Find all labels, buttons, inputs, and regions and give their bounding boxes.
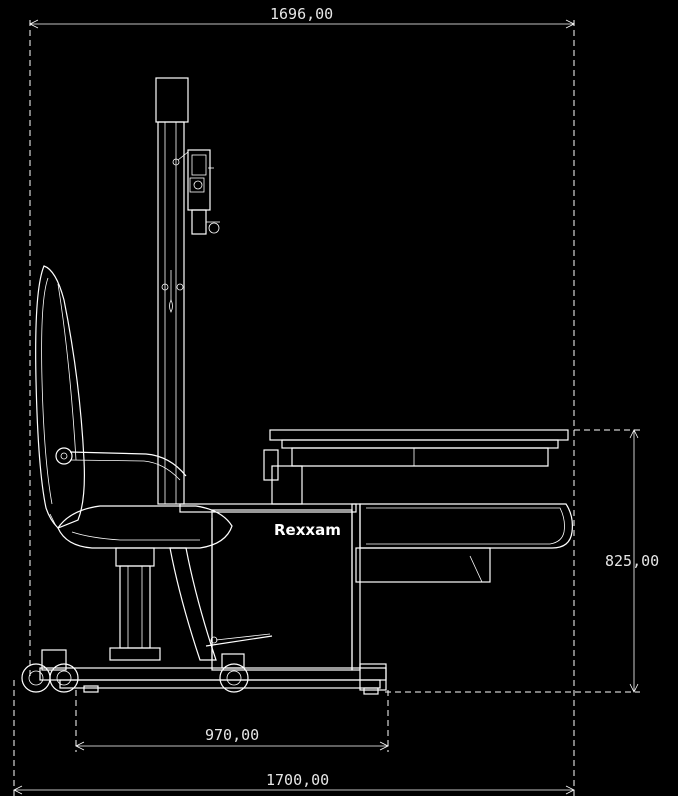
dimension-height: 825,00: [385, 429, 659, 693]
chair-seat: [49, 505, 233, 549]
dimension-top-label: 1696,00: [270, 5, 333, 23]
drawer-tray: [355, 503, 573, 583]
seat-lift: [109, 547, 161, 661]
column: [155, 77, 189, 505]
caster-wheels: [21, 649, 249, 693]
upper-device: [172, 149, 220, 235]
dimension-bottom-label: 1700,00: [266, 771, 329, 789]
dimension-height-label: 825,00: [605, 552, 659, 570]
table-top: [263, 429, 569, 505]
chair-backrest: [35, 265, 85, 529]
main-cabinet: Rexxam: [179, 503, 361, 671]
base-frame: [39, 663, 387, 695]
dimension-bottom: 1700,00: [13, 680, 575, 796]
dimension-top: 1696,00: [29, 5, 575, 796]
brand-logo: Rexxam: [274, 521, 341, 539]
dimension-base: 970,00: [75, 690, 389, 752]
dimension-base-label: 970,00: [205, 726, 259, 744]
chair-link: [169, 509, 353, 671]
armrest: [55, 447, 187, 481]
